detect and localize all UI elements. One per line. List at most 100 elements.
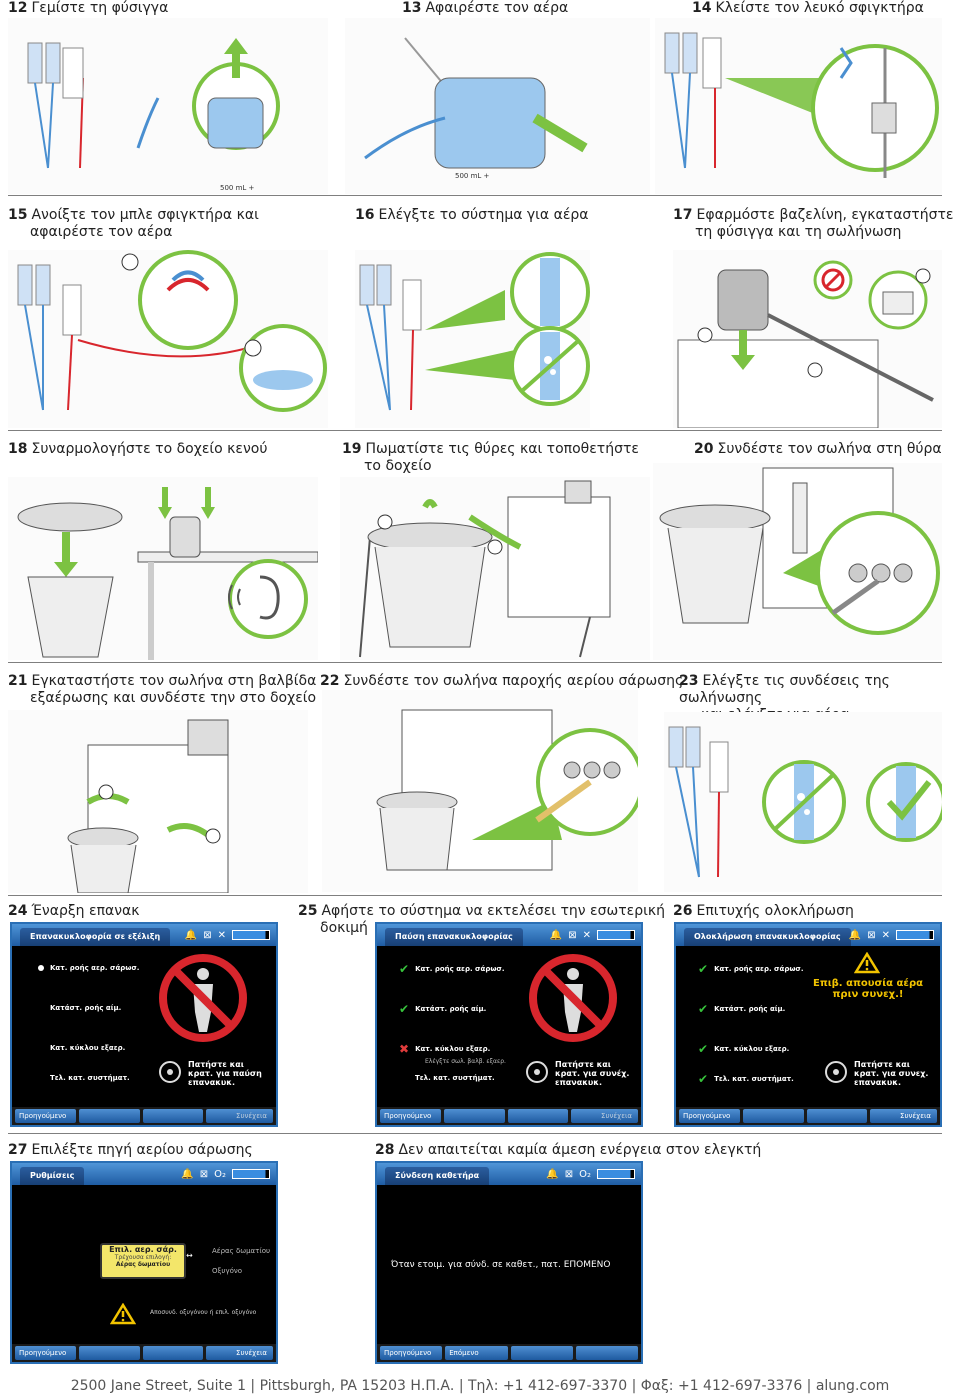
- bell-icon: 🔔: [549, 929, 563, 941]
- screen-footer: Προηγούμενο Συνέχεια: [12, 1107, 276, 1125]
- previous-button[interactable]: Προηγούμενο: [380, 1109, 441, 1123]
- x-icon: ✖: [399, 1042, 410, 1056]
- blank-button[interactable]: [575, 1346, 638, 1360]
- bag-volume-label: 500 mL +: [220, 184, 255, 192]
- hold-to-pause-text: Πατήστε και κρατ. για παύση επανακυκ.: [188, 1060, 262, 1087]
- battery-icon: [896, 930, 934, 940]
- screen-header: Σύνδεση καθετήρα 🔔 ⊠ O₂: [377, 1163, 641, 1185]
- screen-header: Ρυθμίσεις 🔔 ⊠ O₂: [12, 1163, 276, 1185]
- option-oxygen[interactable]: Οξυγόνο: [212, 1267, 243, 1275]
- bell-icon: 🔔: [848, 929, 862, 941]
- check-icon: ✔: [698, 1042, 709, 1056]
- status-row: Τελ. κατ. συστήματ.: [50, 1074, 130, 1082]
- blank-button[interactable]: [742, 1109, 804, 1123]
- illustration-check-connections: [664, 712, 942, 892]
- mute-icon: ⊠: [203, 929, 212, 941]
- status-row: ✔Κατ. ροής αερ. σάρωσ.: [399, 962, 505, 976]
- battery-icon: [232, 1169, 270, 1179]
- bell-icon: 🔔: [184, 929, 198, 941]
- verify-no-air-warning: Επιβ. απουσία αέρα πριν συνεχ.!: [813, 978, 923, 1000]
- divider: [8, 1133, 942, 1134]
- battery-icon: [597, 1169, 635, 1179]
- company-address-footer: 2500 Jane Street, Suite 1 | Pittsburgh, …: [70, 1378, 890, 1394]
- screen-header: Παύση επανακυκλοφορίας 🔔 ⊠ ✕: [377, 924, 641, 946]
- bell-icon: 🔔: [181, 1168, 194, 1180]
- status-row: ✔Κατ. ροής αερ. σάρωσ.: [698, 962, 804, 976]
- battery-icon: [597, 930, 635, 940]
- blank-button[interactable]: [507, 1109, 569, 1123]
- previous-button[interactable]: Προηγούμενο: [679, 1109, 740, 1123]
- illustration-check-system-air: [355, 250, 590, 428]
- screen-recirculation-in-progress: Επανακυκλοφορία σε εξέλιξη 🔔 ⊠ ✕ Κατ. ρο…: [10, 922, 278, 1127]
- illustration-connect-tube-port: [653, 463, 942, 660]
- status-row: ✔Τελ. κατ. συστήματ.: [698, 1072, 794, 1086]
- connect-catheter-message: Όταν ετοιμ. για σύνδ. σε καθετ., πατ. ΕΠ…: [391, 1260, 611, 1270]
- recirculation-button-icon[interactable]: [158, 1060, 182, 1084]
- no-air-icon: ✕: [582, 929, 591, 941]
- blank-button[interactable]: [510, 1346, 573, 1360]
- continue-button[interactable]: Συνέχεια: [870, 1109, 937, 1123]
- mute-icon: ⊠: [199, 1168, 209, 1180]
- screen-title: Σύνδεση καθετήρα: [385, 1167, 490, 1185]
- screen-footer: Προηγούμενο Επόμενο: [377, 1344, 641, 1362]
- next-button[interactable]: Επόμενο: [445, 1346, 508, 1360]
- recirculation-button-icon[interactable]: [824, 1060, 848, 1084]
- blank-button[interactable]: [443, 1109, 505, 1123]
- continue-button[interactable]: Συνέχεια: [206, 1346, 273, 1360]
- screen-settings-sweep-gas: Ρυθμίσεις 🔔 ⊠ O₂ Επιλ. αερ. σάρ. Τρέχουσ…: [10, 1161, 278, 1364]
- recirculation-button-icon[interactable]: [525, 1060, 549, 1084]
- mute-icon: ⊠: [867, 929, 876, 941]
- illustration-open-blue-clamp: [8, 250, 328, 428]
- blank-button[interactable]: [78, 1109, 140, 1123]
- previous-button[interactable]: Προηγούμενο: [380, 1346, 443, 1360]
- status-icons: 🔔 ⊠ O₂: [181, 1167, 270, 1181]
- blank-button[interactable]: [806, 1109, 868, 1123]
- illustration-cap-ports-place-canister: [340, 477, 650, 660]
- mute-icon: ⊠: [568, 929, 577, 941]
- status-icons: 🔔 ⊠ ✕: [849, 928, 934, 942]
- pending-dot-icon: [38, 965, 44, 971]
- screen-header: Επανακυκλοφορία σε εξέλιξη 🔔 ⊠ ✕: [12, 924, 276, 946]
- status-icons: 🔔 ⊠ O₂: [546, 1167, 635, 1181]
- illustration-remove-air: 500 mL +: [345, 18, 650, 194]
- divider: [8, 895, 942, 896]
- check-icon: ✔: [698, 1002, 709, 1016]
- oxygen-icon: O₂: [579, 1168, 591, 1180]
- status-row: ✔Κατ. κύκλου εξαερ.: [698, 1042, 790, 1056]
- status-row: Τελ. κατ. συστήματ.: [415, 1074, 495, 1082]
- continue-button[interactable]: Συνέχεια: [206, 1109, 273, 1123]
- continue-button[interactable]: Συνέχεια: [571, 1109, 638, 1123]
- previous-button[interactable]: Προηγούμενο: [15, 1109, 76, 1123]
- screen-title: Παύση επανακυκλοφορίας: [385, 928, 523, 946]
- previous-button[interactable]: Προηγούμενο: [15, 1346, 76, 1360]
- illustration-install-cartridge: [673, 250, 942, 428]
- status-row: ✔Κατάστ. ροής αίμ.: [698, 1002, 786, 1016]
- blank-button[interactable]: [142, 1346, 204, 1360]
- screen-footer: Προηγούμενο Συνέχεια: [12, 1344, 276, 1362]
- illustration-assemble-canister: [8, 477, 318, 660]
- status-icons: 🔔 ⊠ ✕: [550, 928, 635, 942]
- oxygen-icon: O₂: [214, 1168, 226, 1180]
- hold-to-continue-text: Πατήστε και κρατ. για συνέχ. επανακυκ.: [555, 1060, 630, 1087]
- blank-button[interactable]: [78, 1346, 140, 1360]
- sweep-gas-selector[interactable]: Επιλ. αερ. σάρ. Τρέχουσα επιλογή: Αέρας …: [100, 1243, 186, 1279]
- option-room-air[interactable]: Αέρας δωματίου: [212, 1247, 271, 1255]
- illustration-vent-valve-tube: [8, 710, 308, 893]
- illustration-close-white-clamp: [655, 18, 942, 194]
- screen-title: Ολοκλήρωση επανακυκλοφορίας: [684, 928, 851, 946]
- blank-button[interactable]: [142, 1109, 204, 1123]
- no-air-icon: ✕: [881, 929, 890, 941]
- check-icon: ✔: [698, 1072, 709, 1086]
- hold-to-continue-text: Πατήστε και κρατ. για συνεχ. επανακυκ.: [854, 1060, 929, 1087]
- no-patient-icon: [529, 954, 617, 1042]
- divider: [8, 195, 942, 196]
